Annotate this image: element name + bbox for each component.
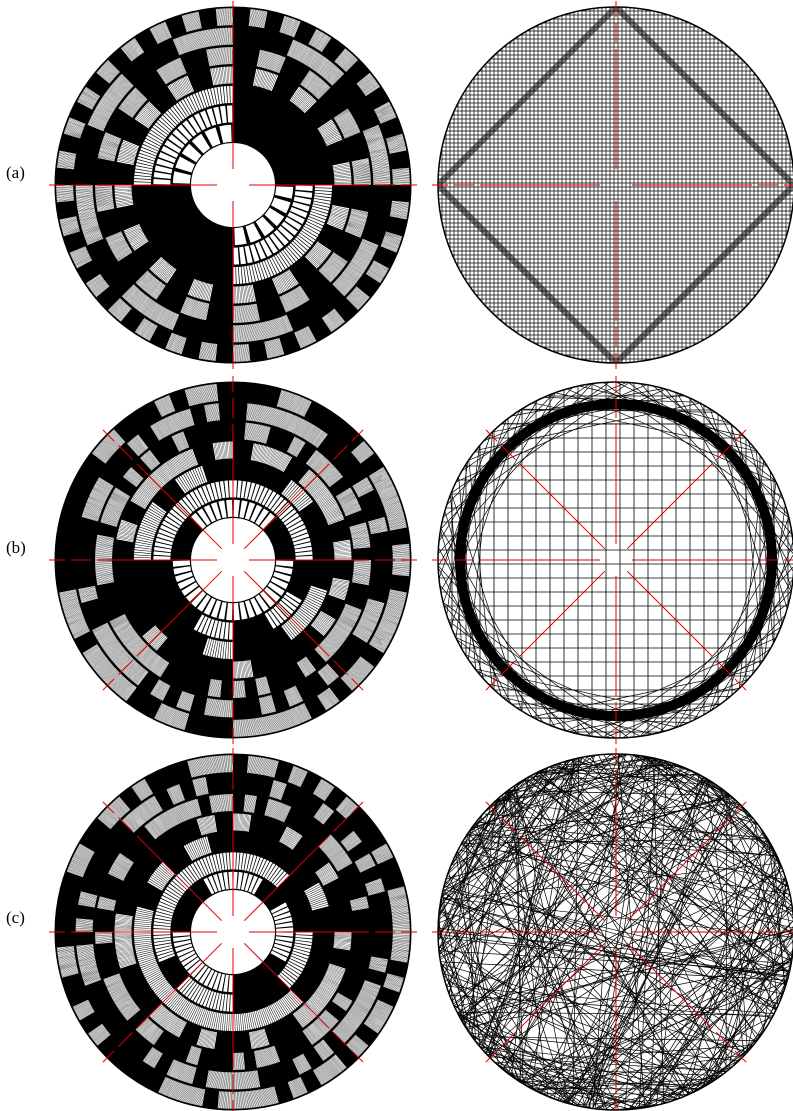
pattern-disk-a (432, 1, 793, 369)
encoder-disk-b (49, 376, 417, 744)
symmetry-axis-right-b-1 (627, 430, 746, 549)
pattern-disk-b (432, 376, 793, 744)
symmetry-axis-right-b-3 (627, 571, 746, 690)
symmetry-axis-right-b-5 (486, 571, 605, 690)
encoder-disk-c (49, 748, 417, 1111)
symmetry-axis-right-b-7 (486, 430, 605, 549)
pattern-disk-c (432, 748, 793, 1111)
encoder-disk-a (49, 1, 417, 369)
